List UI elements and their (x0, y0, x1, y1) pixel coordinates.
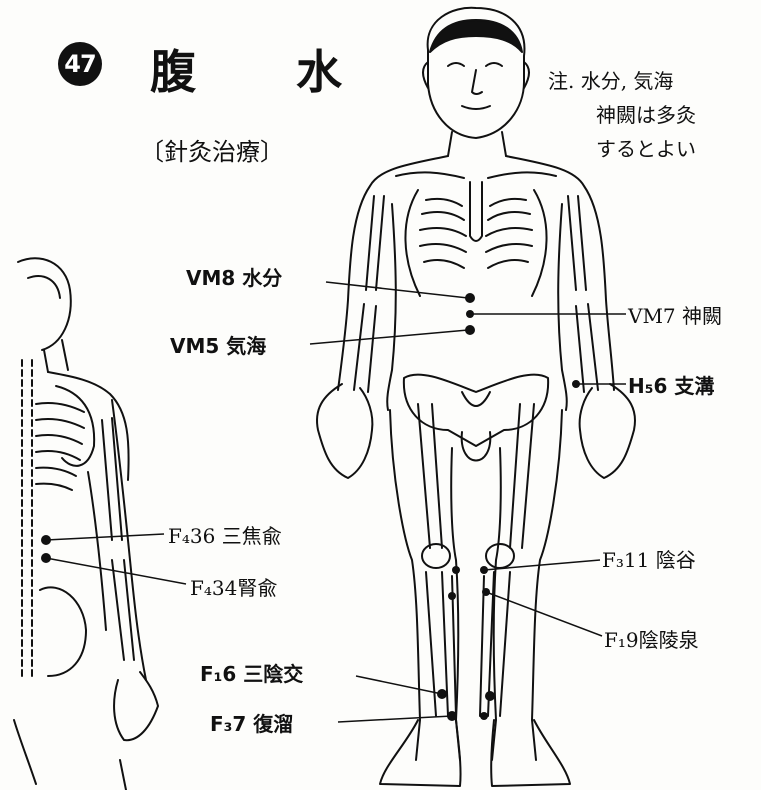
hair (430, 20, 522, 52)
nose (472, 70, 482, 94)
right-leg-outline (492, 410, 562, 760)
leader-f436 (46, 534, 164, 540)
ribs-right (486, 199, 532, 268)
clavicle-left (396, 172, 464, 178)
right-hand (580, 384, 635, 478)
point-f311-right (480, 566, 488, 574)
back-lower-body (14, 720, 126, 790)
left-eye (448, 63, 464, 66)
label-f19: F₁9陰陵泉 (604, 624, 699, 653)
right-foot (491, 720, 570, 786)
leader-f19 (486, 592, 602, 636)
note-line-3: するとよい (596, 132, 696, 166)
back-skull-inner (28, 276, 60, 298)
title-char-2: 水 (296, 36, 342, 102)
note-line-1: 注. 水分, 気海 (548, 64, 673, 98)
label-f37: F₃7 復溜 (210, 708, 293, 737)
label-vm8: VM8 水分 (186, 262, 282, 291)
point-f37-left (447, 711, 457, 721)
ribcage-outline (405, 190, 546, 296)
point-f19-right (482, 588, 490, 596)
label-h56: H₅6 支溝 (628, 370, 714, 399)
sacrum (462, 392, 490, 406)
label-f436: F₄36 三焦兪 (168, 520, 282, 549)
back-ribs (36, 403, 84, 490)
left-patella (422, 544, 450, 568)
point-h56 (572, 380, 580, 388)
sternum (470, 182, 482, 241)
torso-right-side (558, 204, 567, 410)
point-f311-left (452, 566, 460, 574)
left-forearm-bones (354, 304, 376, 392)
back-scapula (56, 386, 94, 466)
back-hand (114, 672, 158, 740)
left-hand (317, 384, 372, 478)
leader-f311 (484, 560, 600, 570)
leader-f37 (338, 716, 452, 722)
label-f16: F₁6 三陰交 (200, 658, 303, 687)
pelvis (404, 375, 548, 446)
right-forearm-bones (576, 304, 598, 392)
right-eye (486, 63, 502, 66)
point-f16-right (485, 691, 495, 701)
title-char-1: 腹 (150, 36, 196, 102)
point-f434 (41, 553, 51, 563)
ribs-left (420, 199, 466, 268)
label-vm7: VM7 神闕 (628, 300, 722, 329)
leader-f16 (356, 676, 442, 694)
left-humerus (366, 196, 384, 290)
chapter-number-badge: 47 (58, 42, 102, 86)
clavicle-right (488, 172, 556, 178)
point-f37-right (480, 712, 488, 720)
neck (448, 132, 506, 156)
point-vm8 (465, 293, 475, 303)
back-neck (44, 340, 68, 372)
mouth (462, 106, 490, 109)
label-f434: F₄34腎兪 (190, 572, 277, 601)
left-foot (380, 720, 461, 786)
left-leg-outline (390, 410, 460, 760)
right-patella (486, 544, 514, 568)
label-f311: F₃11 陰谷 (602, 544, 696, 573)
back-arm (88, 400, 146, 680)
note-line-2: 神闕は多灸 (596, 98, 696, 132)
point-f16-left (437, 689, 447, 699)
subtitle: 〔針灸治療〕 (140, 132, 284, 167)
back-skull (18, 258, 71, 350)
point-f19-left (448, 592, 456, 600)
point-f436 (41, 535, 51, 545)
torso-left-side (387, 204, 396, 410)
point-vm7 (466, 310, 474, 318)
label-vm5: VM5 気海 (170, 330, 266, 359)
leader-vm5 (310, 330, 468, 344)
leader-f434 (46, 558, 186, 584)
point-vm5 (465, 325, 475, 335)
right-humerus (568, 196, 586, 290)
back-pelvis (40, 587, 86, 676)
back-humerus (102, 418, 122, 540)
